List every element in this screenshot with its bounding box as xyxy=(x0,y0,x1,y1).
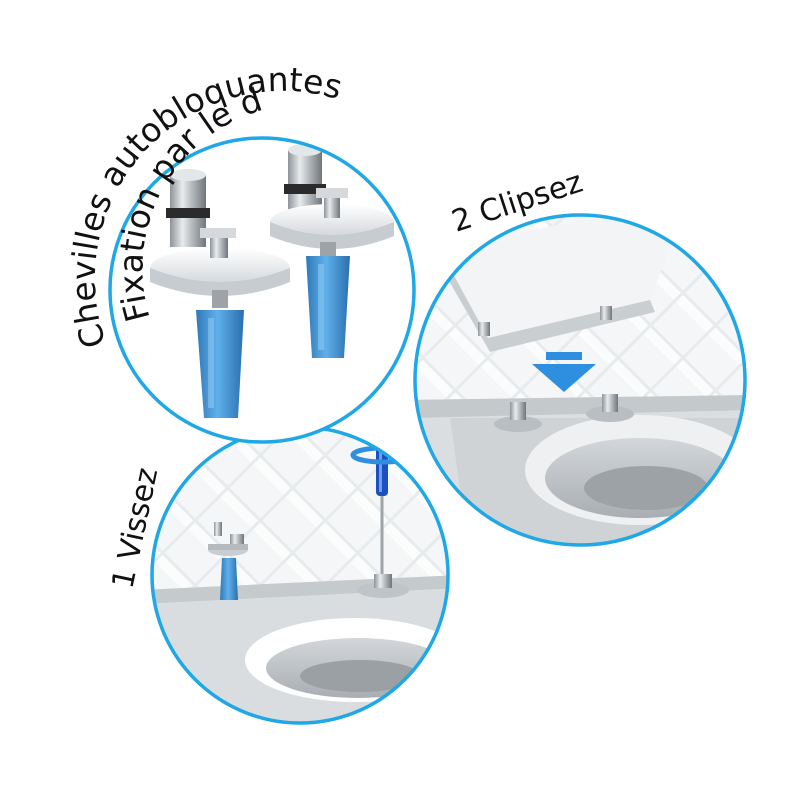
hinge-detail-left-icon xyxy=(150,169,290,418)
toilet-seat-icon xyxy=(438,215,680,352)
hinge-left-icon xyxy=(494,402,542,432)
dowel-assembly-icon xyxy=(208,522,248,600)
step1-circle xyxy=(150,425,450,725)
step2-circle xyxy=(413,213,747,547)
detail-circle xyxy=(108,136,416,444)
hinge-right-icon xyxy=(586,394,634,422)
fitted-hinge-icon xyxy=(357,574,409,598)
hinge-detail-right-icon xyxy=(270,144,394,358)
down-arrow-icon xyxy=(532,352,596,392)
